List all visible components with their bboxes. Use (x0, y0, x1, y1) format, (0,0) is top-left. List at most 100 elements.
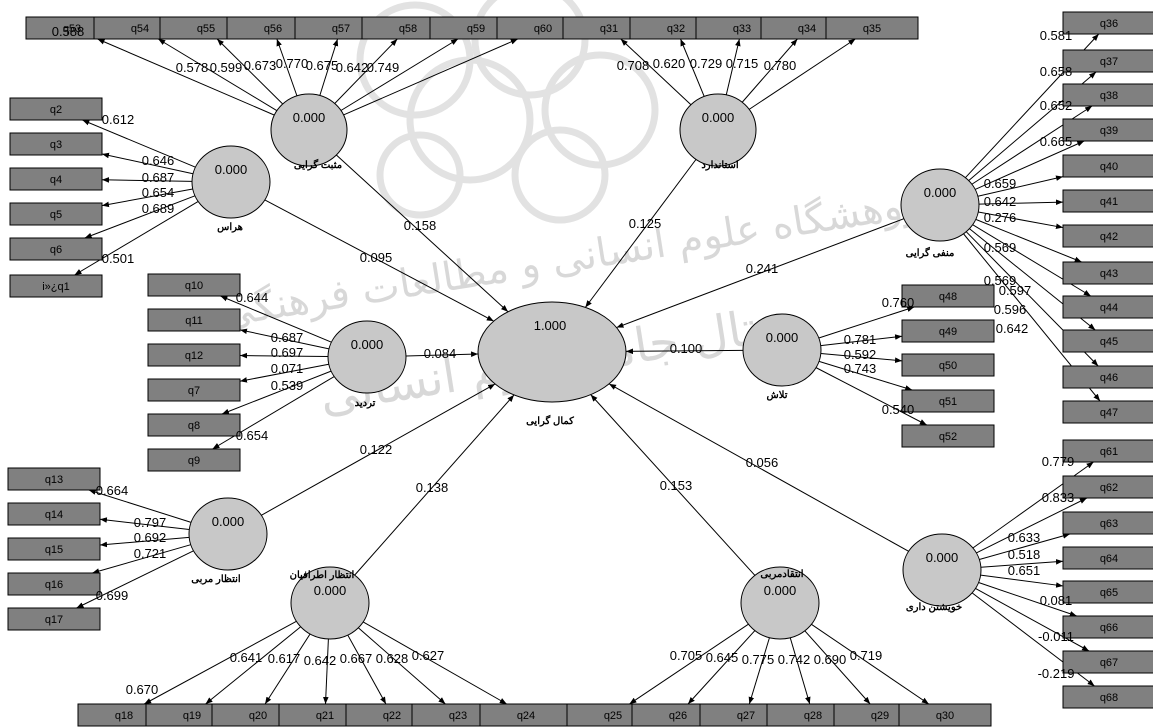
indicator-box-manfi-7 (1062, 261, 1153, 285)
loading-value: 0.670 (126, 682, 159, 697)
loading-value: 0.592 (844, 347, 877, 362)
indicator-box-standard-4 (825, 16, 919, 40)
loading-value: 0.770 (276, 56, 309, 71)
path-arrow-khishtandari (608, 383, 909, 552)
indicator-label: q51 (939, 396, 957, 408)
loading-value: 0.781 (844, 332, 877, 347)
indicator-box-haras-2 (9, 167, 103, 191)
loading-value: 0.633 (1008, 530, 1041, 545)
loading-arrow-q65 (980, 574, 1064, 588)
latent-value-entezaratrafian: 0.000 (314, 583, 347, 598)
loading-value: 0.071 (271, 361, 304, 376)
latent-value-tardid: 0.000 (351, 337, 384, 352)
latent-label-entegadi: انتقادمربی (760, 569, 803, 580)
indicator-label: q57 (332, 23, 350, 35)
loading-value: 0.588 (52, 24, 85, 39)
loading-arrow-q62 (976, 497, 1088, 554)
indicator-label: q36 (1100, 18, 1118, 30)
loading-arrow-q40 (977, 175, 1064, 197)
indicator-label: q47 (1100, 407, 1118, 419)
indicator-label: q14 (45, 509, 63, 521)
loading-value: 0.081 (1040, 593, 1073, 608)
indicator-label: q65 (1100, 587, 1118, 599)
indicator-label: i»¿q1 (42, 281, 70, 293)
path-arrow-haras (264, 199, 494, 322)
loading-arrow-q4 (101, 177, 193, 183)
indicator-label: q15 (45, 544, 63, 556)
indicator-label: q11 (185, 315, 203, 327)
loading-arrow-q57 (319, 38, 339, 96)
loading-arrow-q23 (357, 627, 446, 705)
indicator-label: q53 (63, 23, 81, 35)
indicator-label: q5 (50, 209, 62, 221)
indicator-label: q9 (188, 455, 200, 467)
path-coefficient-entezarmorabi: 0.122 (360, 442, 393, 457)
loading-arrow-q10 (220, 295, 332, 343)
loading-value: 0.665 (1040, 134, 1073, 149)
latent-node-entezarmorabi (188, 497, 268, 571)
loading-arrow-q3 (101, 152, 194, 175)
indicator-box-talash-1 (901, 319, 995, 343)
indicator-label: q67 (1100, 657, 1118, 669)
loading-value: 0.642 (304, 653, 337, 668)
indicator-box-talash-0 (901, 284, 995, 308)
indicator-box-manfi-4 (1062, 154, 1153, 178)
path-arrow-tardid (405, 351, 479, 357)
loading-arrow-q55 (216, 38, 284, 105)
loading-arrow-q43 (975, 218, 1082, 263)
loading-value: 0.620 (653, 56, 686, 71)
path-arrow-mosbat (336, 154, 509, 313)
indicator-label: q7 (188, 385, 200, 397)
loading-arrow-q63 (979, 533, 1071, 560)
indicator-box-haras-4 (9, 237, 103, 261)
loading-arrow-q26 (687, 630, 756, 705)
indicator-box-manfi-6 (1062, 224, 1153, 248)
loading-value: 0.539 (271, 378, 304, 393)
loading-arrow-q8 (221, 370, 332, 415)
loading-arrow-q48 (818, 306, 915, 339)
loading-value: 0.612 (102, 112, 135, 127)
loading-arrow-q50 (820, 353, 903, 364)
latent-label-entezarmorabi: انتظار مربی (191, 574, 241, 585)
indicator-label: q40 (1100, 161, 1118, 173)
indicator-label: q54 (131, 23, 149, 35)
indicator-label: q33 (733, 23, 751, 35)
latent-node-standard (679, 93, 757, 167)
loading-arrow-q67 (975, 588, 1090, 652)
loading-arrow-q29 (804, 630, 871, 705)
indicator-label: q28 (804, 710, 822, 722)
loading-arrow-q6 (84, 195, 196, 239)
path-arrow-manfi (616, 218, 905, 329)
indicator-label: q22 (383, 710, 401, 722)
indicator-label: q62 (1100, 482, 1118, 494)
indicator-label: q43 (1100, 268, 1118, 280)
indicator-box-talash-2 (901, 353, 995, 377)
loading-value: 0.596 (994, 302, 1027, 317)
indicator-box-khishtandari-3 (1062, 546, 1153, 570)
indicator-box-khishtandari-1 (1062, 475, 1153, 499)
loading-arrow-q60 (343, 38, 518, 116)
loading-arrow-q15 (99, 536, 190, 548)
latent-label-central: کمال گرایی (526, 414, 574, 427)
loading-arrow-q32 (680, 38, 705, 97)
indicator-box-entezarmorabi-4 (7, 607, 101, 631)
loading-value: 0.715 (726, 56, 759, 71)
indicator-box-tardid-4 (147, 413, 241, 437)
loading-arrow-q9 (212, 376, 335, 450)
indicator-box-tardid-0 (147, 273, 241, 297)
indicator-box-manfi-0 (1062, 11, 1153, 35)
indicator-box-talash-3 (901, 389, 995, 413)
loading-value: 0.667 (340, 651, 373, 666)
indicator-label: q37 (1100, 56, 1118, 68)
loading-value: 0.664 (96, 483, 129, 498)
loading-arrow-q35 (748, 38, 856, 110)
indicator-label: q30 (936, 710, 954, 722)
indicator-label: q39 (1100, 125, 1118, 137)
loading-arrow-q39 (974, 140, 1085, 190)
path-arrow-standard (584, 159, 697, 308)
loading-arrow-q49 (820, 334, 903, 347)
indicator-label: q50 (939, 360, 957, 372)
